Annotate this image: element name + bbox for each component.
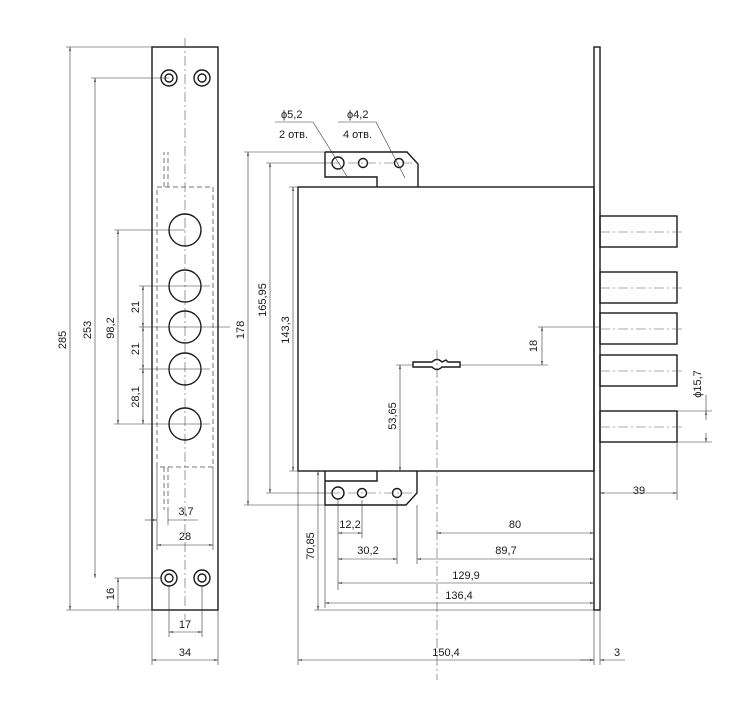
dim-3-7: 3,7 [178,506,193,518]
dim-70-85: 70,85 [305,532,317,560]
dim-129-9: 129,9 [452,570,480,582]
dim-150-4: 150,4 [432,647,460,659]
body-dimensions: 178 165,95 143,3 53,65 18 ϕ15,7 70,85 39… [235,151,712,665]
bracket-holes [331,156,405,500]
hole-callouts: ϕ5,2 2 отв. ϕ4,2 4 отв. [275,109,406,179]
dim-178: 178 [235,321,247,339]
dim-136-4: 136,4 [445,590,473,602]
dim-80: 80 [509,519,521,531]
dim-17: 17 [179,619,191,631]
keyhole [412,358,461,371]
dim-21-b: 21 [130,343,142,355]
dim-30-2: 30,2 [357,545,378,557]
lock-body [297,46,682,680]
dim-53-65: 53,65 [387,402,399,430]
dim-39: 39 [633,485,645,497]
dim-28-1: 28,1 [130,386,142,407]
dim-253: 253 [82,321,94,339]
hole-b-diameter: ϕ4,2 [347,109,368,121]
hole-a-count: 2 отв. [279,129,308,141]
dim-18: 18 [528,340,540,352]
front-plate-dimensions: 285 253 98,2 21 21 28,1 16 3,7 28 17 34 [57,46,230,665]
dim-34: 34 [179,647,191,659]
dim-89-7: 89,7 [495,545,516,557]
dim-12-2: 12,2 [339,519,360,531]
hole-b-count: 4 отв. [343,129,372,141]
dim-3: 3 [614,647,620,659]
dim-16: 16 [105,588,117,600]
dim-21-a: 21 [130,301,142,313]
bolts [599,215,682,443]
dim-28: 28 [179,531,191,543]
dim-285: 285 [57,331,69,349]
dim-98-2: 98,2 [105,317,117,338]
dim-15-7: ϕ15,7 [692,370,704,398]
dim-165-95: 165,95 [257,283,269,317]
hole-a-diameter: ϕ5,2 [281,109,302,121]
dim-143-3: 143,3 [280,316,292,344]
